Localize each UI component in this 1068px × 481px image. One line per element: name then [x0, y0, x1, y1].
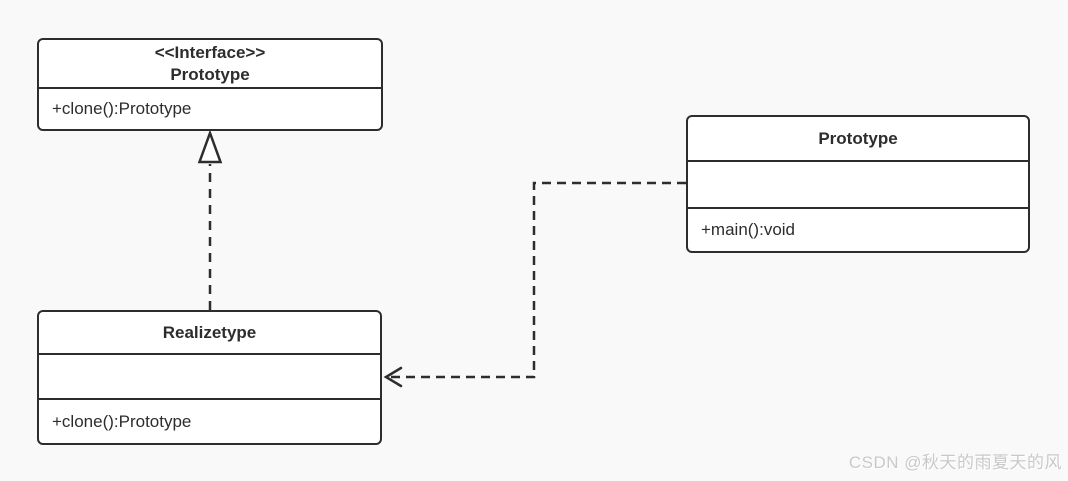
- dependency-dashed-line: [389, 181, 686, 379]
- dependency-arrow: [383, 181, 686, 388]
- class-name: Prototype: [170, 64, 250, 84]
- class-box-prototype-interface: <<Interface>> Prototype +clone():Prototy…: [37, 38, 383, 131]
- class-name: Realizetype: [162, 322, 257, 342]
- method-label: +clone():Prototype: [52, 99, 192, 118]
- hollow-triangle-arrowhead-icon: [197, 129, 223, 164]
- class-methods: +clone():Prototype: [39, 87, 381, 129]
- class-methods: +clone():Prototype: [39, 398, 380, 443]
- open-arrowhead-icon: [383, 366, 403, 388]
- csdn-watermark: CSDN @秋天的雨夏天的风: [848, 453, 1062, 472]
- class-attributes-empty: [688, 160, 1028, 207]
- realization-arrow: [197, 129, 223, 310]
- class-header: <<Interface>> Prototype: [39, 40, 381, 87]
- method-label: +clone():Prototype: [52, 411, 192, 431]
- class-box-prototype-client: Prototype +main():void: [686, 115, 1030, 253]
- class-stereotype: <<Interface>>: [154, 42, 266, 62]
- class-header: Prototype: [688, 117, 1028, 160]
- method-label: +main():void: [701, 220, 796, 239]
- class-name: Prototype: [818, 128, 898, 148]
- class-header: Realizetype: [39, 312, 380, 353]
- class-box-realizetype: Realizetype +clone():Prototype: [37, 310, 382, 445]
- class-methods: +main():void: [688, 207, 1028, 251]
- class-attributes-empty: [39, 353, 380, 398]
